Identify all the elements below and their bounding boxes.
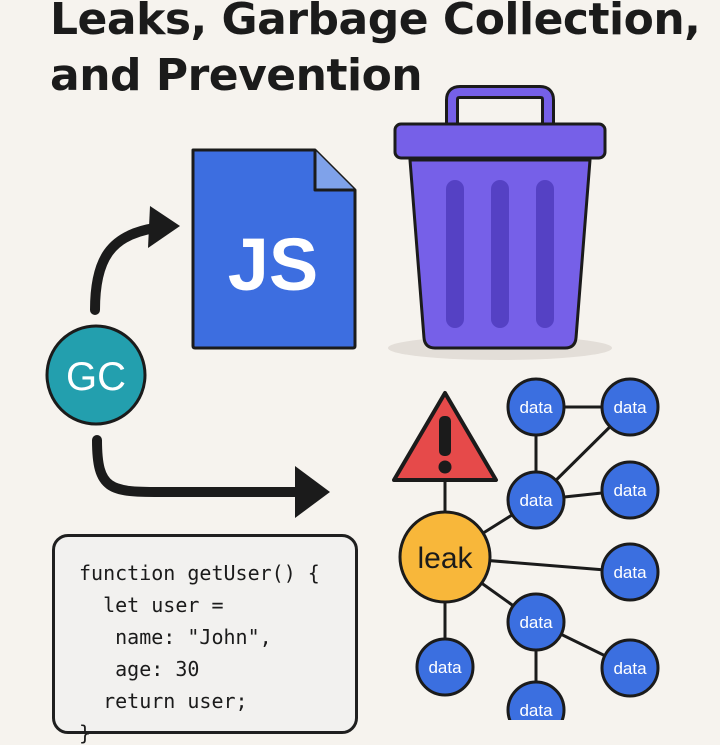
data-node-5: data xyxy=(600,542,660,602)
code-line-2: let user = xyxy=(79,593,224,617)
data-node-6: data xyxy=(506,592,566,652)
data-node-2: data xyxy=(600,377,660,437)
code-line-6: } xyxy=(79,721,92,745)
code-line-1: function getUser() { xyxy=(79,561,320,585)
code-line-4: age: 30 xyxy=(79,657,200,681)
gc-label: GC xyxy=(66,355,126,399)
js-label: JS xyxy=(228,223,319,306)
data-label: data xyxy=(613,398,647,417)
data-node-8: data xyxy=(600,638,660,698)
warning-triangle-icon xyxy=(392,391,498,482)
data-label: data xyxy=(519,701,553,720)
data-node-9: data xyxy=(506,680,566,720)
data-label: data xyxy=(613,659,647,678)
data-node-7: data xyxy=(415,637,475,697)
data-node-4: data xyxy=(600,460,660,520)
data-label: data xyxy=(613,481,647,500)
title-line-2: and Prevention xyxy=(50,50,423,101)
data-node-1: data xyxy=(506,377,566,437)
arrow-gc-to-js xyxy=(90,206,180,315)
code-snippet: function getUser() { let user = name: "J… xyxy=(52,534,358,745)
data-label: data xyxy=(519,613,553,632)
javascript-file-icon: JS xyxy=(191,148,357,350)
data-node-3: data xyxy=(506,470,566,530)
gc-node: GC xyxy=(45,324,147,426)
code-line-5: return user; xyxy=(79,689,248,713)
leak-node: leak xyxy=(398,510,492,604)
arrow-gc-to-code xyxy=(92,435,330,518)
code-line-3: name: "John", xyxy=(79,625,272,649)
title-line-1: Leaks, Garbage Collection, xyxy=(50,0,701,45)
leak-label: leak xyxy=(417,542,473,575)
data-label: data xyxy=(613,563,647,582)
data-label: data xyxy=(428,658,462,677)
data-label: data xyxy=(519,491,553,510)
diagram-canvas: JS GC leak xyxy=(45,85,660,720)
page-title: Leaks, Garbage Collection, and Preventio… xyxy=(50,0,701,104)
trash-can-icon xyxy=(388,85,612,360)
data-label: data xyxy=(519,398,553,417)
